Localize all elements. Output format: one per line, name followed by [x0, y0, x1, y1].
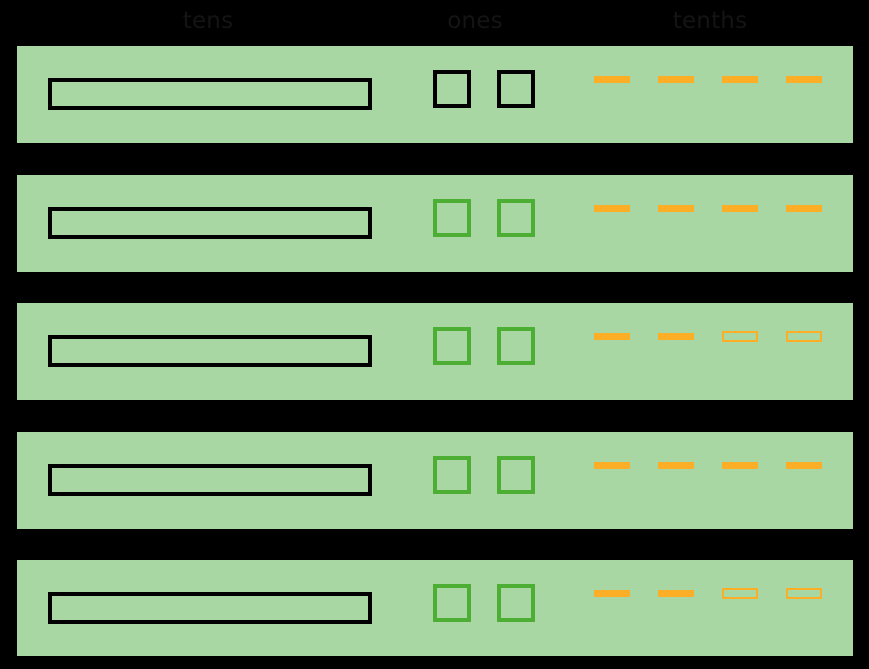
tenths-strip-outline	[786, 588, 822, 599]
tens-rod	[48, 207, 372, 239]
ones-unit-square	[497, 199, 535, 237]
tenths-strip	[786, 205, 822, 212]
tens-rod	[48, 335, 372, 367]
tenths-strip	[722, 462, 758, 469]
column-heading-ones: ones	[447, 8, 503, 34]
place-value-row	[17, 560, 853, 656]
column-heading-tens: tens	[182, 8, 234, 34]
ones-unit-square	[433, 199, 471, 237]
tenths-strip	[594, 462, 630, 469]
place-value-row	[17, 303, 853, 400]
tenths-strip	[658, 76, 694, 83]
tenths-strip	[594, 590, 630, 597]
tenths-strip	[786, 76, 822, 83]
tenths-strip	[658, 590, 694, 597]
place-value-row	[17, 46, 853, 143]
tenths-strip	[658, 205, 694, 212]
tenths-strip	[658, 462, 694, 469]
tenths-strip	[786, 462, 822, 469]
ones-unit-square	[433, 327, 471, 365]
column-heading-tenths: tenths	[672, 8, 748, 34]
ones-unit-square	[497, 70, 535, 108]
tenths-strip	[594, 333, 630, 340]
tenths-strip	[594, 205, 630, 212]
ones-unit-square	[497, 456, 535, 494]
ones-unit-square	[433, 456, 471, 494]
tens-rod	[48, 592, 372, 624]
ones-unit-square	[497, 327, 535, 365]
tenths-strip-outline	[786, 331, 822, 342]
tenths-strip	[722, 205, 758, 212]
tenths-strip	[722, 76, 758, 83]
ones-unit-square	[497, 584, 535, 622]
ones-unit-square	[433, 70, 471, 108]
place-value-row	[17, 175, 853, 272]
tenths-strip-outline	[722, 588, 758, 599]
ones-unit-square	[433, 584, 471, 622]
tens-rod	[48, 78, 372, 110]
tenths-strip	[658, 333, 694, 340]
place-value-row	[17, 432, 853, 529]
column-headings: tens ones tenths	[0, 0, 869, 44]
tens-rod	[48, 464, 372, 496]
tenths-strip	[594, 76, 630, 83]
tenths-strip-outline	[722, 331, 758, 342]
